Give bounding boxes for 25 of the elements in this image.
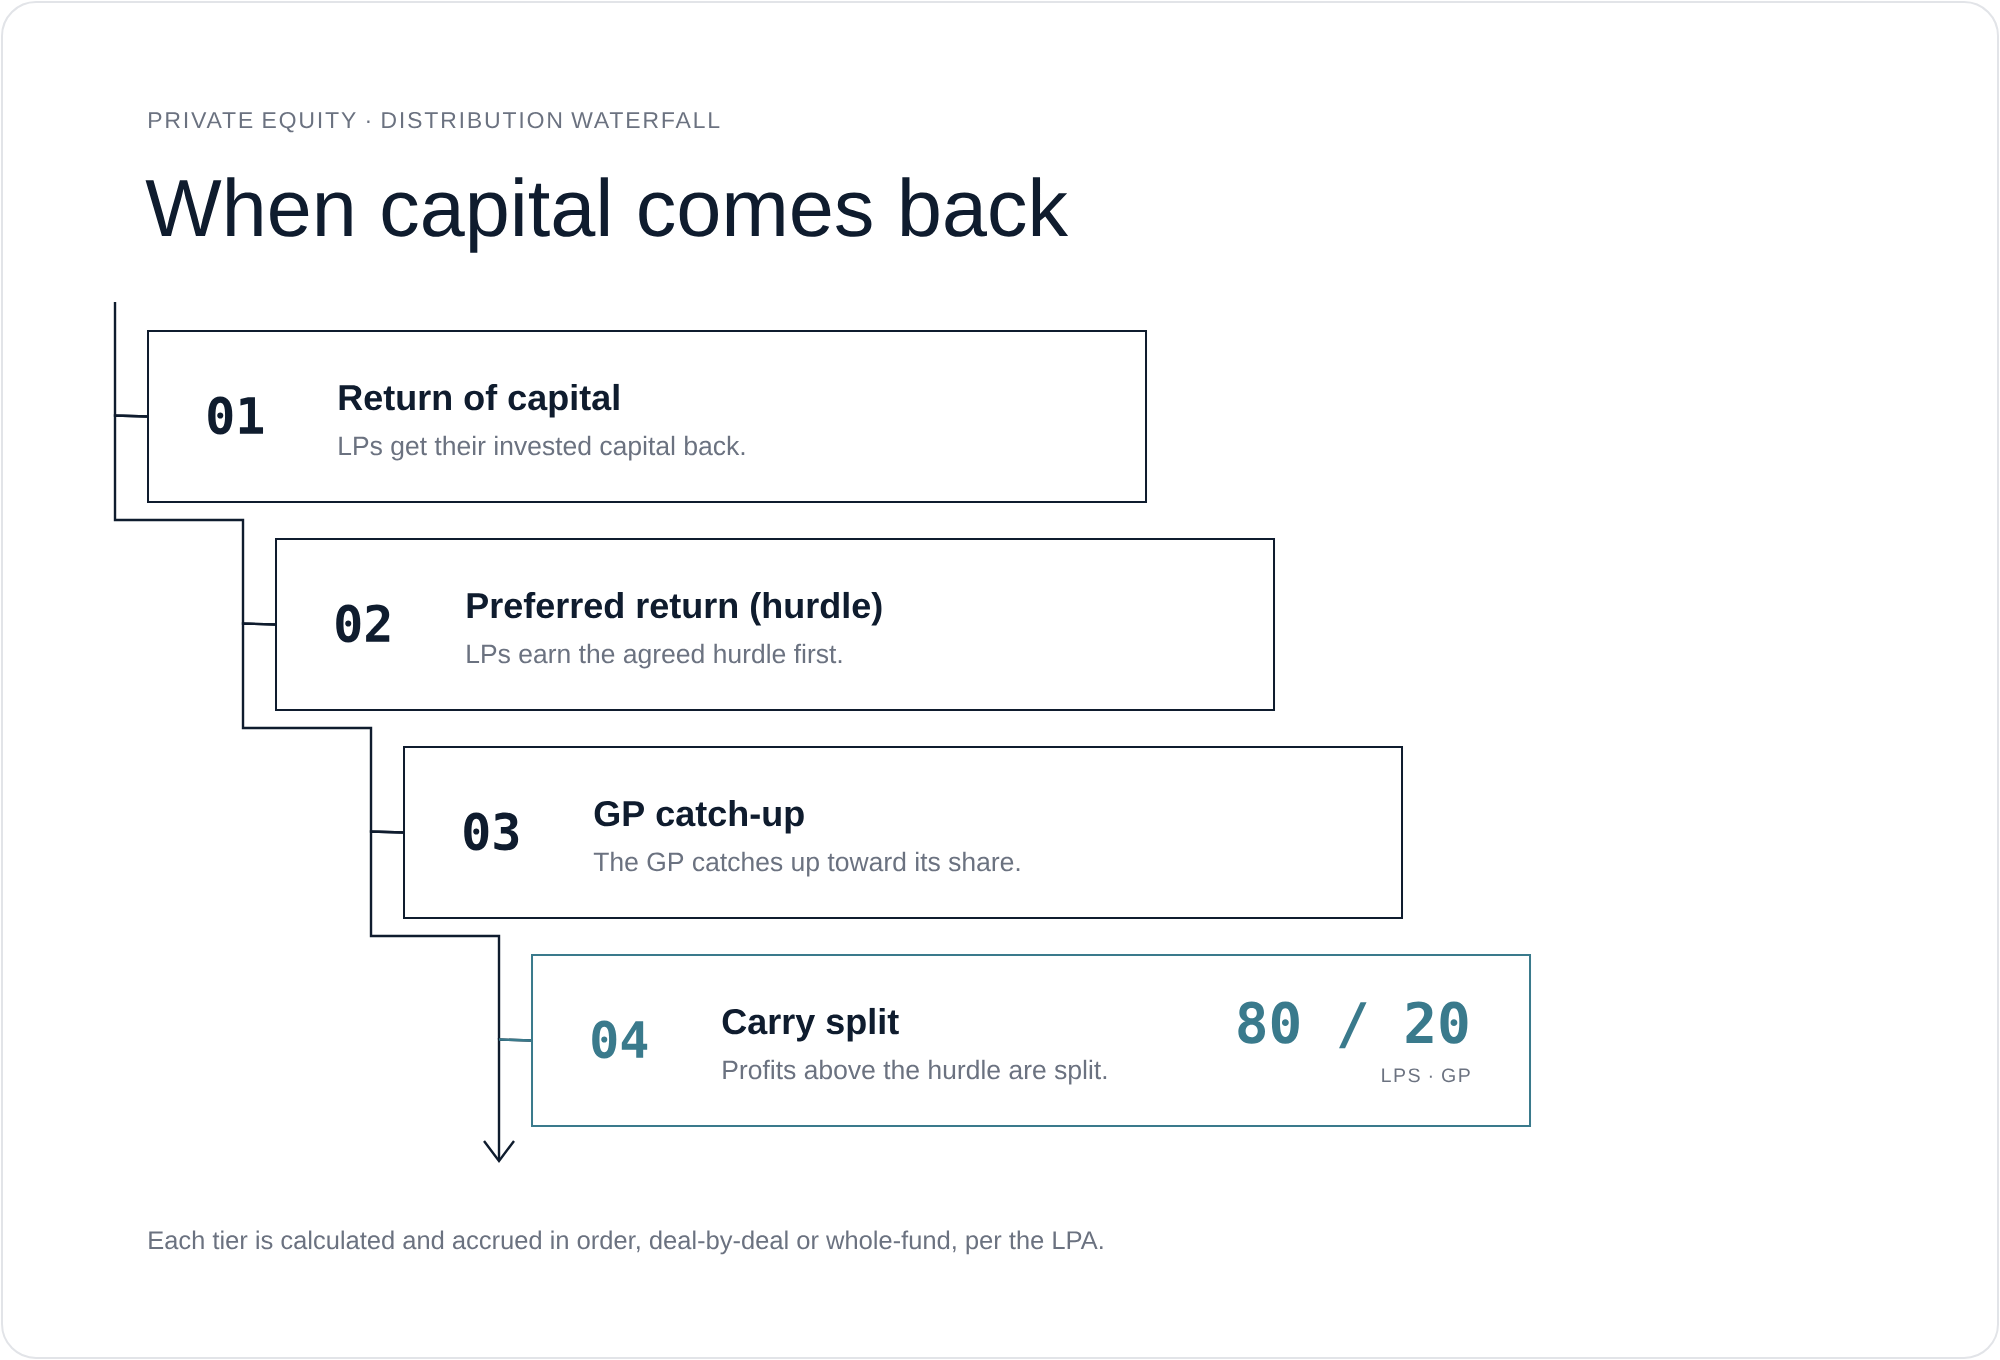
- eyebrow-label: PRIVATE EQUITY · DISTRIBUTION WATERFALL: [149, 111, 720, 133]
- tier-box: [531, 954, 1531, 1127]
- step-description: The GP catches up toward its share.: [593, 851, 1020, 877]
- tier-box: [275, 538, 1275, 711]
- ratio-label: LPS · GP: [1382, 1068, 1470, 1083]
- tier-box: [147, 330, 1147, 503]
- connector-line: [113, 302, 148, 418]
- connector-line: [241, 622, 404, 834]
- step-number: 04: [592, 1020, 648, 1059]
- step-number: 03: [464, 812, 519, 851]
- step-number: 02: [336, 604, 390, 643]
- ratio-value: 80 / 20: [1238, 1001, 1468, 1049]
- step-description: LPs earn the agreed hurdle first.: [467, 643, 842, 669]
- connector-line: [369, 830, 532, 1042]
- step-description: LPs get their invested capital back.: [339, 435, 745, 461]
- step-title: GP catch-up: [594, 799, 804, 834]
- connector-line: [113, 414, 276, 626]
- step-title: Preferred return (hurdle): [467, 591, 882, 626]
- tier-box: [403, 746, 1403, 919]
- heading: When capital comes back: [145, 177, 1069, 253]
- step-number: 01: [208, 396, 263, 435]
- step-title: Return of capital: [339, 383, 619, 418]
- step-title: Carry split: [722, 1007, 899, 1042]
- footnote-text: Each tier is calculated and accrued in order, deal-by-deal or whole-fund, per the LPA.: [149, 1230, 1103, 1255]
- step-description: Profits above the hurdle are split.: [723, 1059, 1107, 1085]
